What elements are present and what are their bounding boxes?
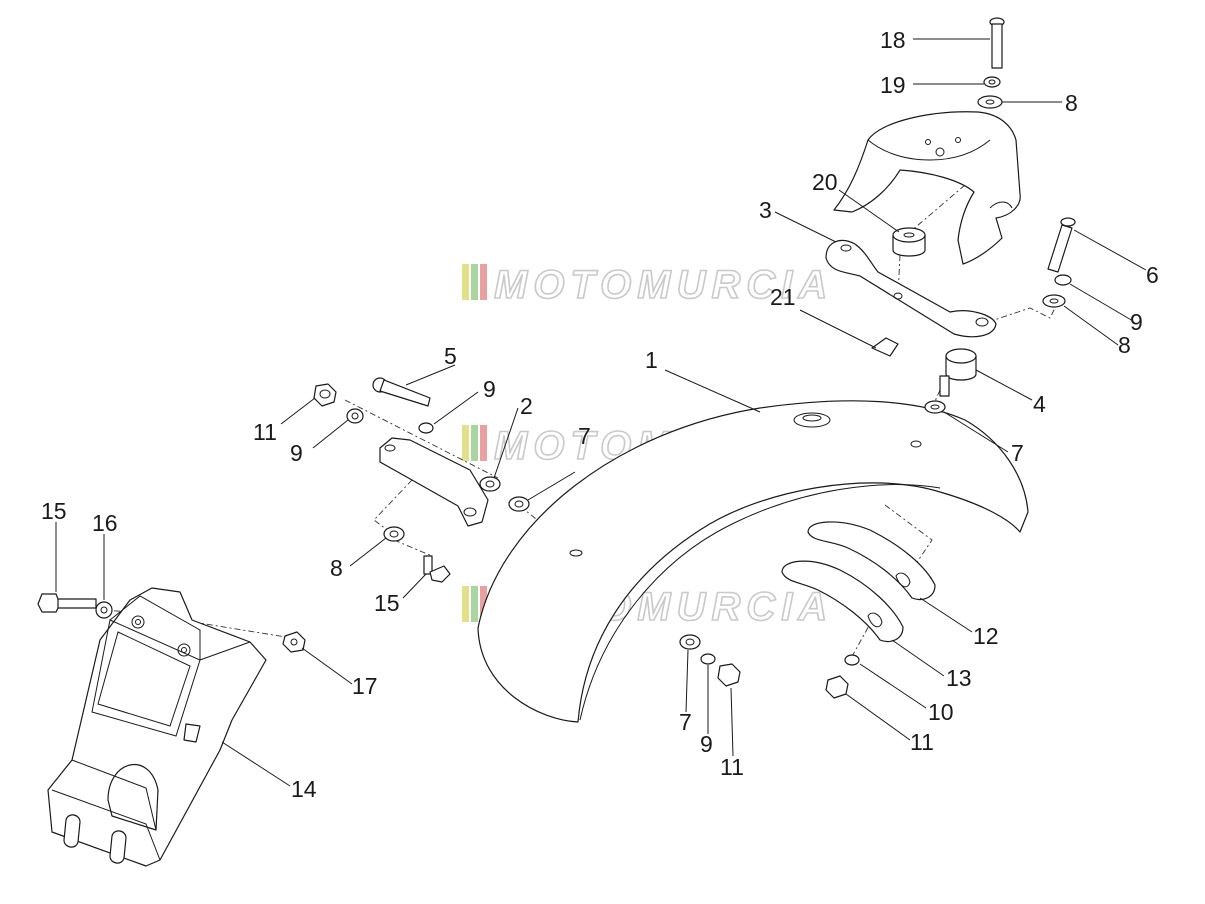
callout-16: 16 [92, 510, 118, 536]
license-plate-holder [47, 587, 267, 867]
callout-11-upper: 11 [253, 419, 277, 445]
nut-11-right [825, 675, 849, 699]
bolt-15-center [423, 555, 451, 583]
screw-5 [372, 377, 431, 407]
nut-17 [282, 631, 306, 653]
nut-11-center [717, 663, 741, 687]
callout-3: 3 [759, 197, 772, 223]
callout-6: 6 [1146, 262, 1159, 288]
callout-8-right: 8 [1118, 332, 1131, 358]
callout-18: 18 [880, 27, 906, 53]
callout-8-left: 8 [330, 555, 343, 581]
callout-1: 1 [645, 347, 658, 373]
reinforcement-strip-13 [781, 560, 904, 643]
callout-9-lower: 9 [700, 731, 713, 757]
callout-7-right: 7 [1011, 440, 1024, 466]
callout-8-top: 8 [1065, 90, 1078, 116]
callout-21: 21 [770, 284, 796, 310]
callout-7-upper: 7 [578, 423, 591, 449]
washers [95, 76, 1072, 666]
callout-5: 5 [444, 343, 457, 369]
callout-9-right: 9 [1130, 309, 1143, 335]
callout-9-left: 9 [290, 440, 303, 466]
callout-10: 10 [928, 699, 954, 725]
front-bracket [379, 437, 489, 527]
callout-13: 13 [946, 665, 972, 691]
rear-mudguard [477, 400, 1029, 723]
callout-17: 17 [352, 673, 378, 699]
callout-19: 19 [880, 72, 906, 98]
reinforcement-strip-12 [807, 521, 936, 601]
callout-14: 14 [291, 776, 317, 802]
rubber-bushing-20 [892, 227, 926, 257]
nut-11-upper [313, 383, 337, 407]
bolt-15-left [37, 593, 97, 613]
svg-text:MOTOMURCIA: MOTOMURCIA [494, 263, 833, 307]
callout-4: 4 [1033, 391, 1046, 417]
callout-7-lower: 7 [679, 709, 692, 735]
callout-11-right: 11 [910, 729, 934, 755]
screw-18 [989, 17, 1005, 69]
leader-lines [55, 38, 1147, 787]
callout-11-center: 11 [720, 754, 744, 780]
callout-15-center: 15 [374, 590, 400, 616]
silent-block-4 [939, 348, 977, 397]
callout-labels: 18 19 8 20 3 6 9 8 21 4 7 1 5 9 2 7 11 9… [41, 27, 1159, 802]
watermark-top: MOTOMURCIA [462, 262, 833, 308]
callout-12: 12 [973, 623, 999, 649]
clip-nut-21 [871, 337, 899, 357]
seat-bracket [833, 111, 1021, 265]
callout-15-left: 15 [41, 498, 67, 524]
callout-9-upper: 9 [483, 376, 496, 402]
screw-6 [1047, 217, 1076, 273]
callout-2: 2 [520, 393, 533, 419]
support-plate [825, 239, 997, 338]
callout-20: 20 [812, 169, 838, 195]
